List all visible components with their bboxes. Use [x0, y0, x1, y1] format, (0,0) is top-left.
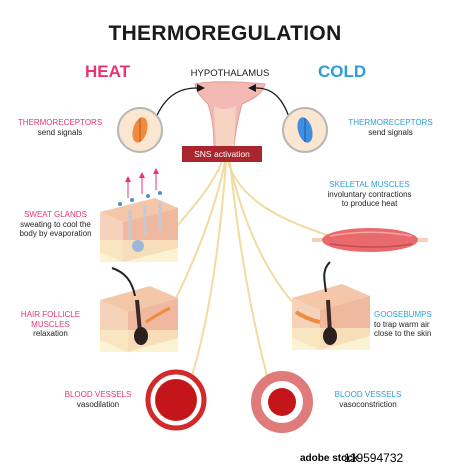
label-head: SWEAT GLANDS	[24, 210, 87, 219]
label-sub: send signals	[37, 127, 83, 137]
label-head: HAIR FOLLICLE	[20, 310, 81, 319]
page-title: THERMOREGULATION	[108, 22, 342, 45]
label-sub: body by evaporation	[19, 229, 92, 238]
label-thermoreceptors-heat: THERMORECEPTORS send signals	[10, 118, 110, 137]
hypothalamus-label: HYPOTHALAMUS	[190, 68, 270, 79]
label-goosebumps: GOOSEBUMPS to trap warm air close to the…	[374, 310, 450, 339]
label-head: SKELETAL MUSCLES	[329, 180, 410, 189]
watermark-brand: adobe stock	[300, 453, 359, 464]
hair-follicle-heat-icon	[100, 267, 178, 352]
label-sub: vasodilation	[76, 399, 120, 409]
label-sub: send signals	[368, 127, 413, 137]
label-blood-vessels-heat: BLOOD VESSELS vasodilation	[48, 390, 148, 409]
label-hair-follicle: HAIR FOLLICLE MUSCLES relaxation	[8, 310, 93, 339]
label-sub: close to the skin	[374, 329, 432, 338]
label-sub: to produce heat	[341, 199, 398, 208]
cold-heading: COLD	[318, 62, 367, 81]
sweat-gland-skin-icon	[100, 168, 178, 262]
goosebumps-cold-icon	[292, 261, 370, 350]
vasoconstriction-vessel-icon	[251, 371, 313, 433]
label-sub: relaxation	[33, 329, 68, 338]
label-sub: to trap warm air	[374, 319, 430, 329]
label-sub: involuntary contractions	[327, 189, 412, 199]
label-sweat-glands: SWEAT GLANDS sweating to cool the body b…	[8, 210, 103, 239]
label-head: MUSCLES	[31, 319, 70, 329]
nerve-lines	[171, 161, 331, 383]
label-sub: vasoconstriction	[339, 399, 397, 409]
heat-heading: HEAT	[85, 62, 131, 81]
thermoreceptor-cold-icon	[282, 107, 328, 153]
label-head: BLOOD VESSELS	[334, 390, 402, 399]
watermark-strip	[295, 452, 445, 467]
arrow-left	[154, 87, 198, 121]
label-head: THERMORECEPTORS	[17, 118, 103, 127]
label-head: GOOSEBUMPS	[374, 310, 432, 319]
arrow-right	[255, 87, 291, 121]
label-blood-vessels-cold: BLOOD VESSELS vasoconstriction	[318, 390, 418, 409]
label-head: THERMORECEPTORS	[348, 118, 433, 127]
hypothalamus-shape	[194, 81, 266, 147]
label-head: BLOOD VESSELS	[64, 390, 132, 399]
label-sub: sweating to cool the	[20, 219, 91, 229]
skeletal-muscle-icon	[312, 228, 428, 252]
watermark-id: 119594732	[344, 451, 404, 465]
sns-activation-badge: SNS activation	[182, 146, 262, 162]
label-skeletal-muscles: SKELETAL MUSCLES involuntary contraction…	[312, 180, 427, 209]
vasodilation-vessel-icon	[145, 369, 207, 431]
label-thermoreceptors-cold: THERMORECEPTORS send signals	[338, 118, 443, 137]
thermoreceptor-heat-icon	[117, 107, 163, 153]
